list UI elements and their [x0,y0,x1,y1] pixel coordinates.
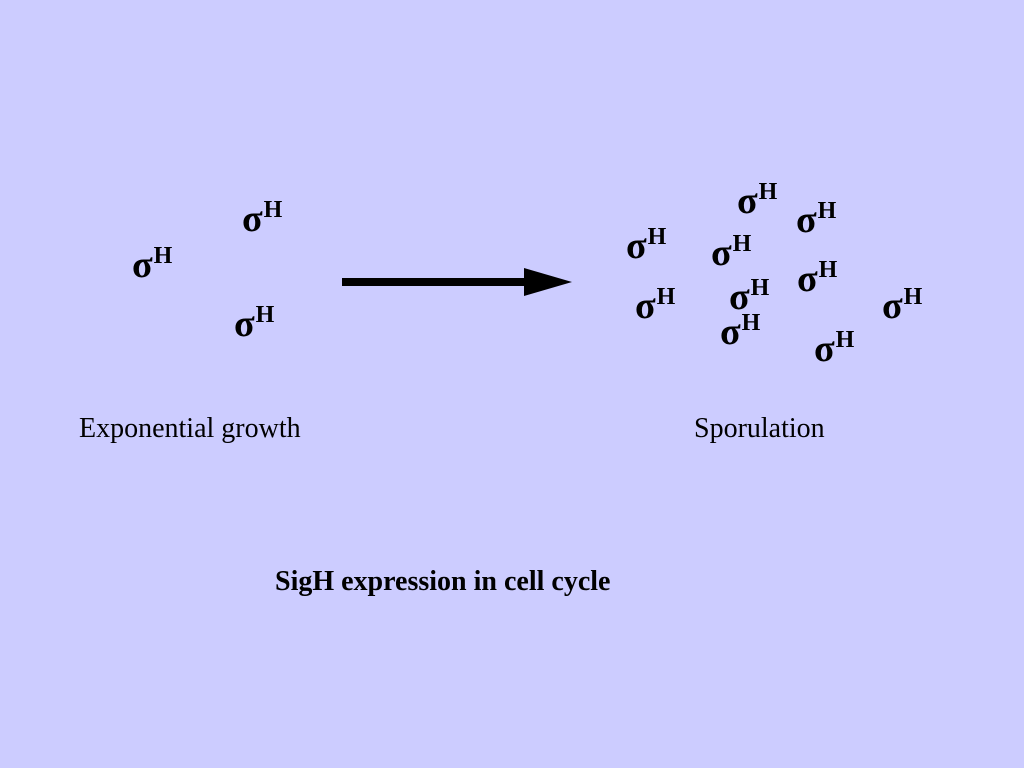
sigma-symbol: σ [132,244,153,286]
sigma-superscript: H [818,257,838,283]
exponential-growth-label: Exponential growth [79,413,301,444]
sigma-symbol: σ [234,303,255,345]
sigma-superscript: H [758,179,778,205]
sigma-h-spo-10: σH [814,327,855,370]
sigma-superscript: H [647,224,667,250]
sigma-superscript: H [835,327,855,353]
transition-arrow [342,268,572,296]
sigma-symbol: σ [814,328,835,370]
sigma-h-spo-4: σH [711,231,752,274]
sigma-h-exp-2: σH [242,197,283,240]
sigma-h-spo-1: σH [737,179,778,222]
sigma-symbol: σ [797,258,818,300]
sigma-h-exp-3: σH [234,302,275,345]
figure-caption: SigH expression in cell cycle [275,566,611,597]
arrow-head [524,268,572,296]
sigma-symbol: σ [242,198,263,240]
sigma-superscript: H [903,284,923,310]
sigma-symbol: σ [737,180,758,222]
sigma-h-spo-5: σH [797,257,838,300]
sigma-h-exp-1: σH [132,243,173,286]
sigma-superscript: H [817,198,837,224]
sigma-symbol: σ [720,311,741,353]
sigma-superscript: H [153,243,173,269]
sigma-superscript: H [741,310,761,336]
sigma-symbol: σ [635,285,656,327]
sigma-symbol: σ [796,199,817,241]
sigma-h-spo-2: σH [796,198,837,241]
sigma-superscript: H [750,275,770,301]
sigma-h-spo-7: σH [729,275,770,318]
sigma-superscript: H [255,302,275,328]
sigma-superscript: H [656,284,676,310]
sigma-symbol: σ [882,285,903,327]
sigma-symbol: σ [626,225,647,267]
sigma-h-spo-3: σH [626,224,667,267]
sigma-symbol: σ [729,276,750,318]
sigma-superscript: H [732,231,752,257]
sporulation-label: Sporulation [694,413,825,444]
sigma-h-spo-6: σH [635,284,676,327]
sigma-superscript: H [263,197,283,223]
sigma-h-spo-9: σH [720,310,761,353]
sigma-h-spo-8: σH [882,284,923,327]
sigma-symbol: σ [711,232,732,274]
